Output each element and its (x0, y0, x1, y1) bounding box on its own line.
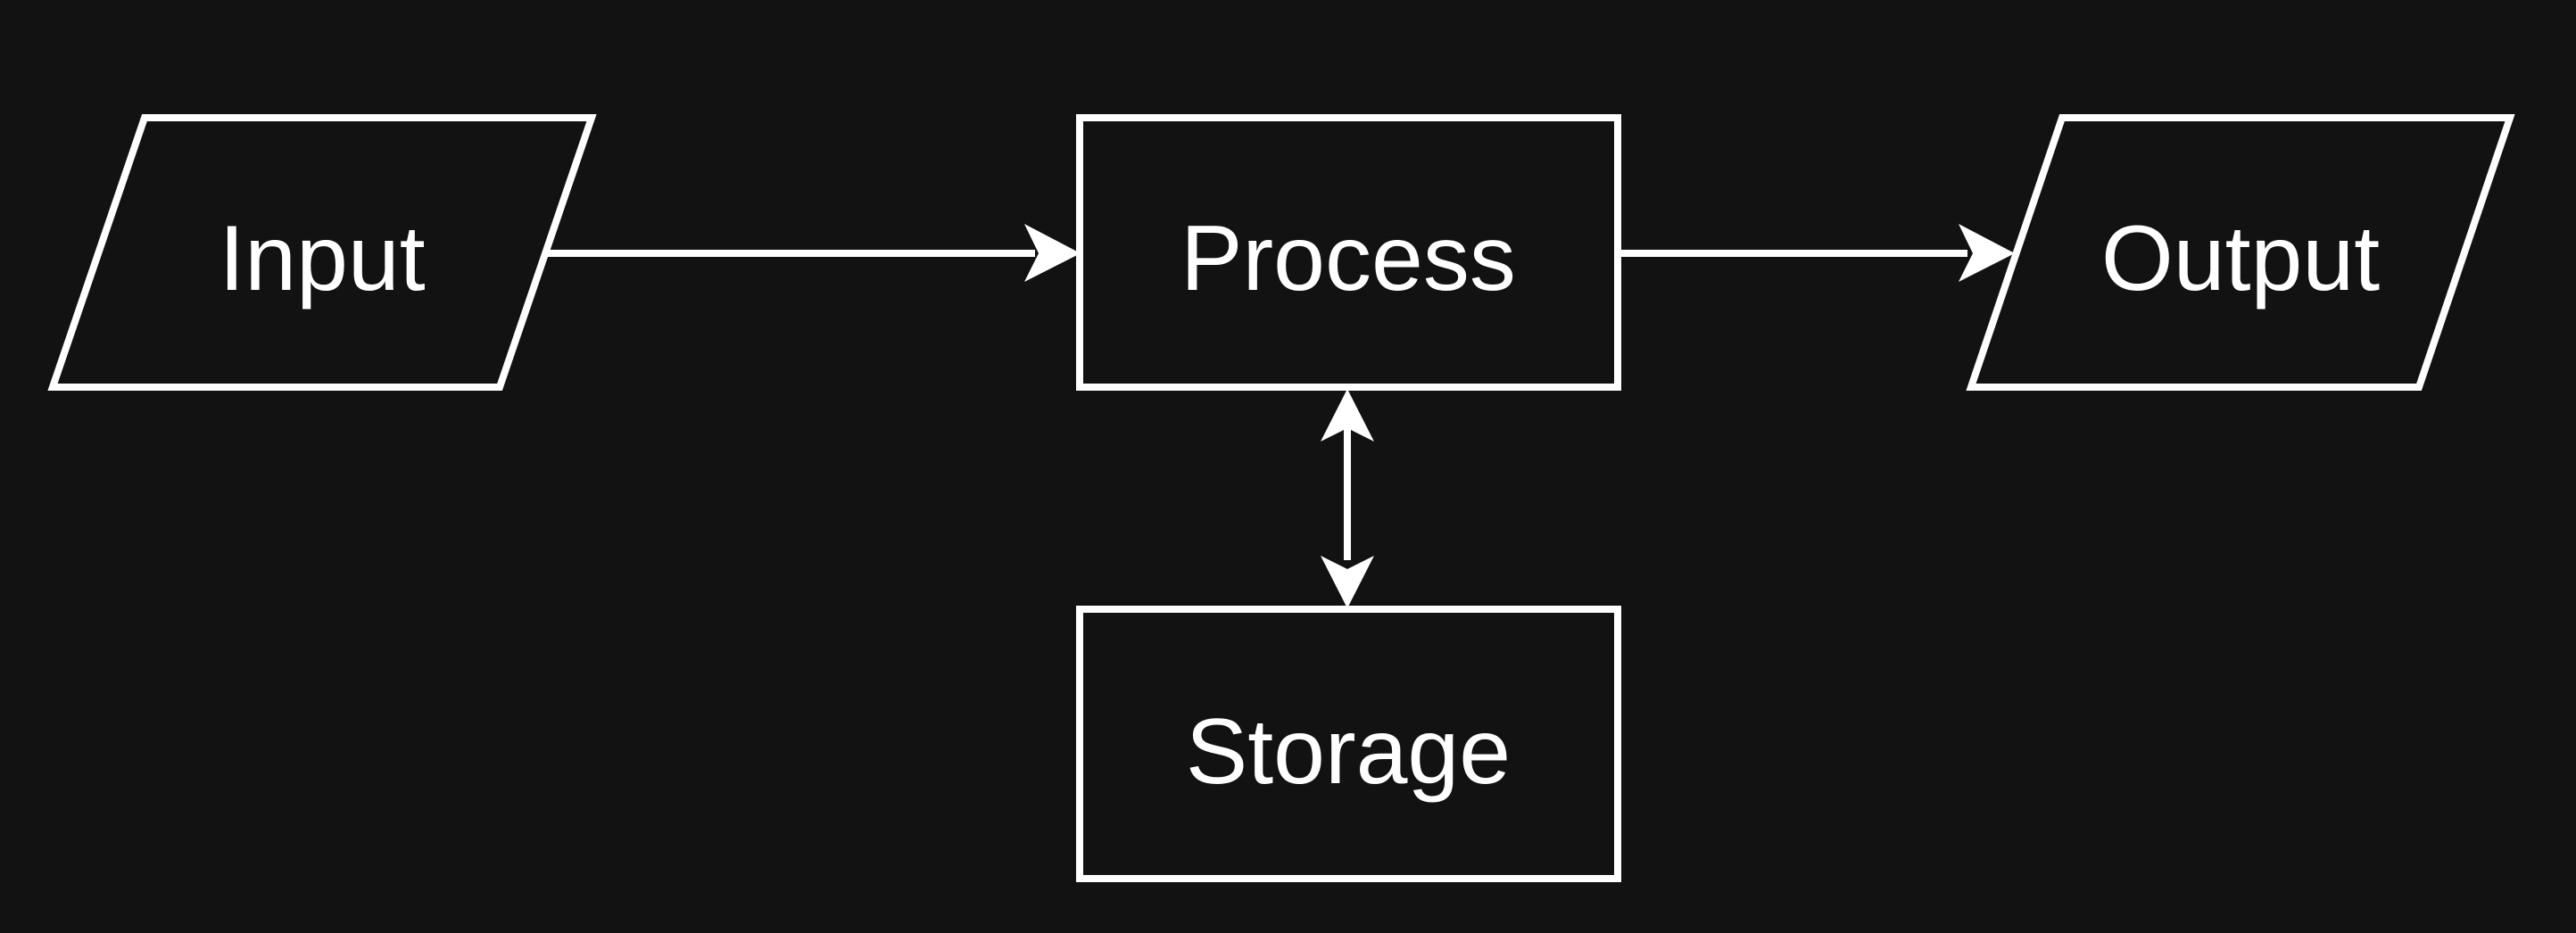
arrowhead-up-icon (1321, 389, 1374, 442)
output-label: Output (2101, 207, 2380, 310)
input-label: Input (219, 207, 425, 310)
storage-rectangle (1076, 606, 1621, 882)
process-label: Process (1180, 207, 1516, 310)
arrowhead-icon (1959, 224, 2015, 282)
output-parallelogram (1966, 114, 2515, 391)
arrowhead-down-icon (1321, 556, 1374, 608)
node-storage: Storage (1076, 606, 1621, 882)
arrowhead-icon (1024, 224, 1081, 282)
edge-process-storage-bidirectional (1321, 389, 1374, 608)
input-parallelogram (47, 114, 597, 391)
edge-input-to-process (546, 224, 1081, 282)
node-output: Output (1966, 114, 2515, 391)
process-rectangle (1076, 114, 1621, 391)
node-process: Process (1076, 114, 1621, 391)
edge-process-to-output (1618, 224, 2015, 282)
node-input: Input (47, 114, 597, 391)
storage-label: Storage (1186, 700, 1511, 804)
